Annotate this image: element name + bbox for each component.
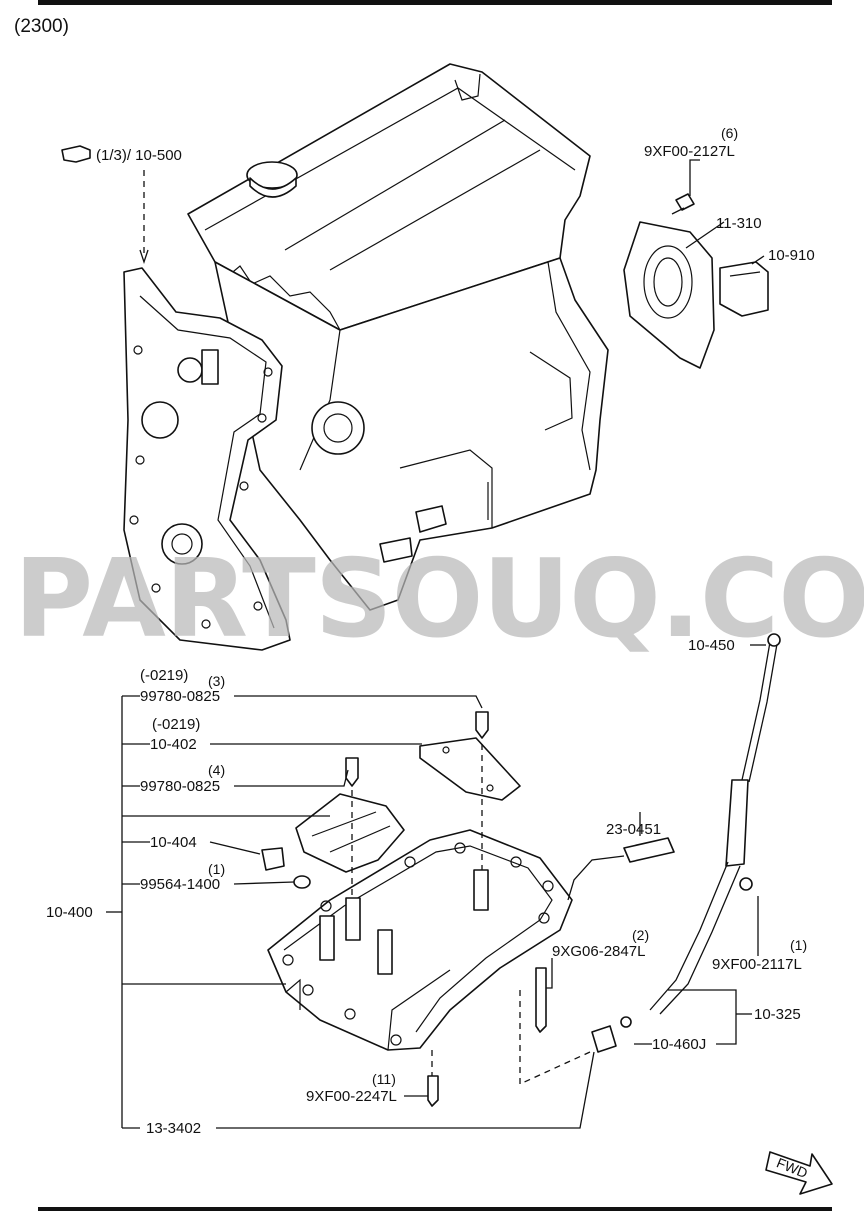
ref-text[interactable]: (1/3)/ 10-500 xyxy=(96,147,182,164)
oil-pressure-switch xyxy=(261,847,285,871)
diagram-code: (2300) xyxy=(14,16,69,37)
pan-boss xyxy=(473,869,489,911)
oil-level-sensor xyxy=(623,837,675,863)
oil-filler-cap xyxy=(246,161,298,189)
label-99564-1400[interactable]: 99564-1400 xyxy=(140,876,220,893)
bolt-9xf00-2117l xyxy=(739,877,753,891)
label-99780-0825-b[interactable]: 99780-0825 xyxy=(140,778,220,795)
ref-arrowhead xyxy=(139,249,149,265)
bolt-99780-0825-b xyxy=(345,757,359,787)
qty-2: (2) xyxy=(632,927,649,943)
tube-seal xyxy=(591,1025,617,1053)
label-9xf00-2127l[interactable]: 9XF00-2127L xyxy=(644,143,735,160)
label-99780-0825-a[interactable]: 99780-0825 xyxy=(140,688,220,705)
pointing-hand-icon xyxy=(61,145,91,163)
label-9xg06-2847l[interactable]: 9XG06-2847L xyxy=(552,943,645,960)
bolt-9xg06-2847l xyxy=(535,967,547,1033)
label-9xf00-2247l[interactable]: 9XF00-2247L xyxy=(306,1088,397,1105)
reference-note[interactable]: (1/3)/ 10-500 xyxy=(61,145,182,164)
o-ring-10-460j xyxy=(620,1016,632,1028)
pan-boss xyxy=(319,915,335,961)
label-10-400[interactable]: 10-400 xyxy=(46,904,93,921)
pan-boss xyxy=(377,929,393,975)
dipstick-tube-top xyxy=(725,779,749,867)
part-labels: (6) 9XF00-2127L 11-310 10-910 10-450 (-0… xyxy=(46,125,815,1137)
cylinder-block xyxy=(214,257,609,611)
qty-11: (11) xyxy=(372,1071,396,1087)
watermark: PARTSOUQ.COM xyxy=(14,537,864,662)
label-10-460j[interactable]: 10-460J xyxy=(652,1036,706,1053)
label-10-402[interactable]: 10-402 xyxy=(150,736,197,753)
fwd-arrow: FWD xyxy=(765,1151,833,1195)
fwd-arrow-icon xyxy=(765,1151,833,1195)
qty-1-a: (1) xyxy=(208,861,225,877)
label-10-450[interactable]: 10-450 xyxy=(688,637,735,654)
note-0219-a: (-0219) xyxy=(140,667,188,684)
pan-boss xyxy=(345,897,361,941)
bolt-99780-0825-a xyxy=(475,711,489,739)
qty-1-b: (1) xyxy=(790,937,807,953)
qty-4: (4) xyxy=(208,762,225,778)
oil-pan xyxy=(267,829,573,1051)
label-9xf00-2117l[interactable]: 9XF00-2117L xyxy=(712,956,802,973)
engine-assembly xyxy=(123,63,609,651)
label-10-910[interactable]: 10-910 xyxy=(768,247,815,264)
washer-99564-1400 xyxy=(293,875,311,889)
oil-pan-group xyxy=(261,633,781,1107)
seal-part-10-910 xyxy=(719,261,769,317)
note-0219-b: (-0219) xyxy=(152,716,200,733)
label-11-310[interactable]: 11-310 xyxy=(716,215,762,232)
bottom-rule xyxy=(38,1207,832,1211)
qty-3: (3) xyxy=(208,673,225,689)
leader-lines xyxy=(106,170,766,1129)
label-10-404[interactable]: 10-404 xyxy=(150,834,197,851)
bolt-9xf00-2127l xyxy=(675,193,695,211)
label-23-0451[interactable]: 23-0451 xyxy=(606,821,661,838)
cover-plate-10-402 xyxy=(419,737,521,801)
dipstick-handle xyxy=(767,633,781,647)
rear-oil-seal-housing xyxy=(623,221,715,369)
qty-6: (6) xyxy=(721,125,738,141)
label-10-325[interactable]: 10-325 xyxy=(754,1006,801,1023)
rear-seal-group xyxy=(623,159,769,369)
oil-baffle xyxy=(295,793,405,873)
label-13-3402[interactable]: 13-3402 xyxy=(146,1120,201,1137)
bolt-9xf00-2247l xyxy=(427,1075,439,1107)
top-rule xyxy=(38,0,832,5)
